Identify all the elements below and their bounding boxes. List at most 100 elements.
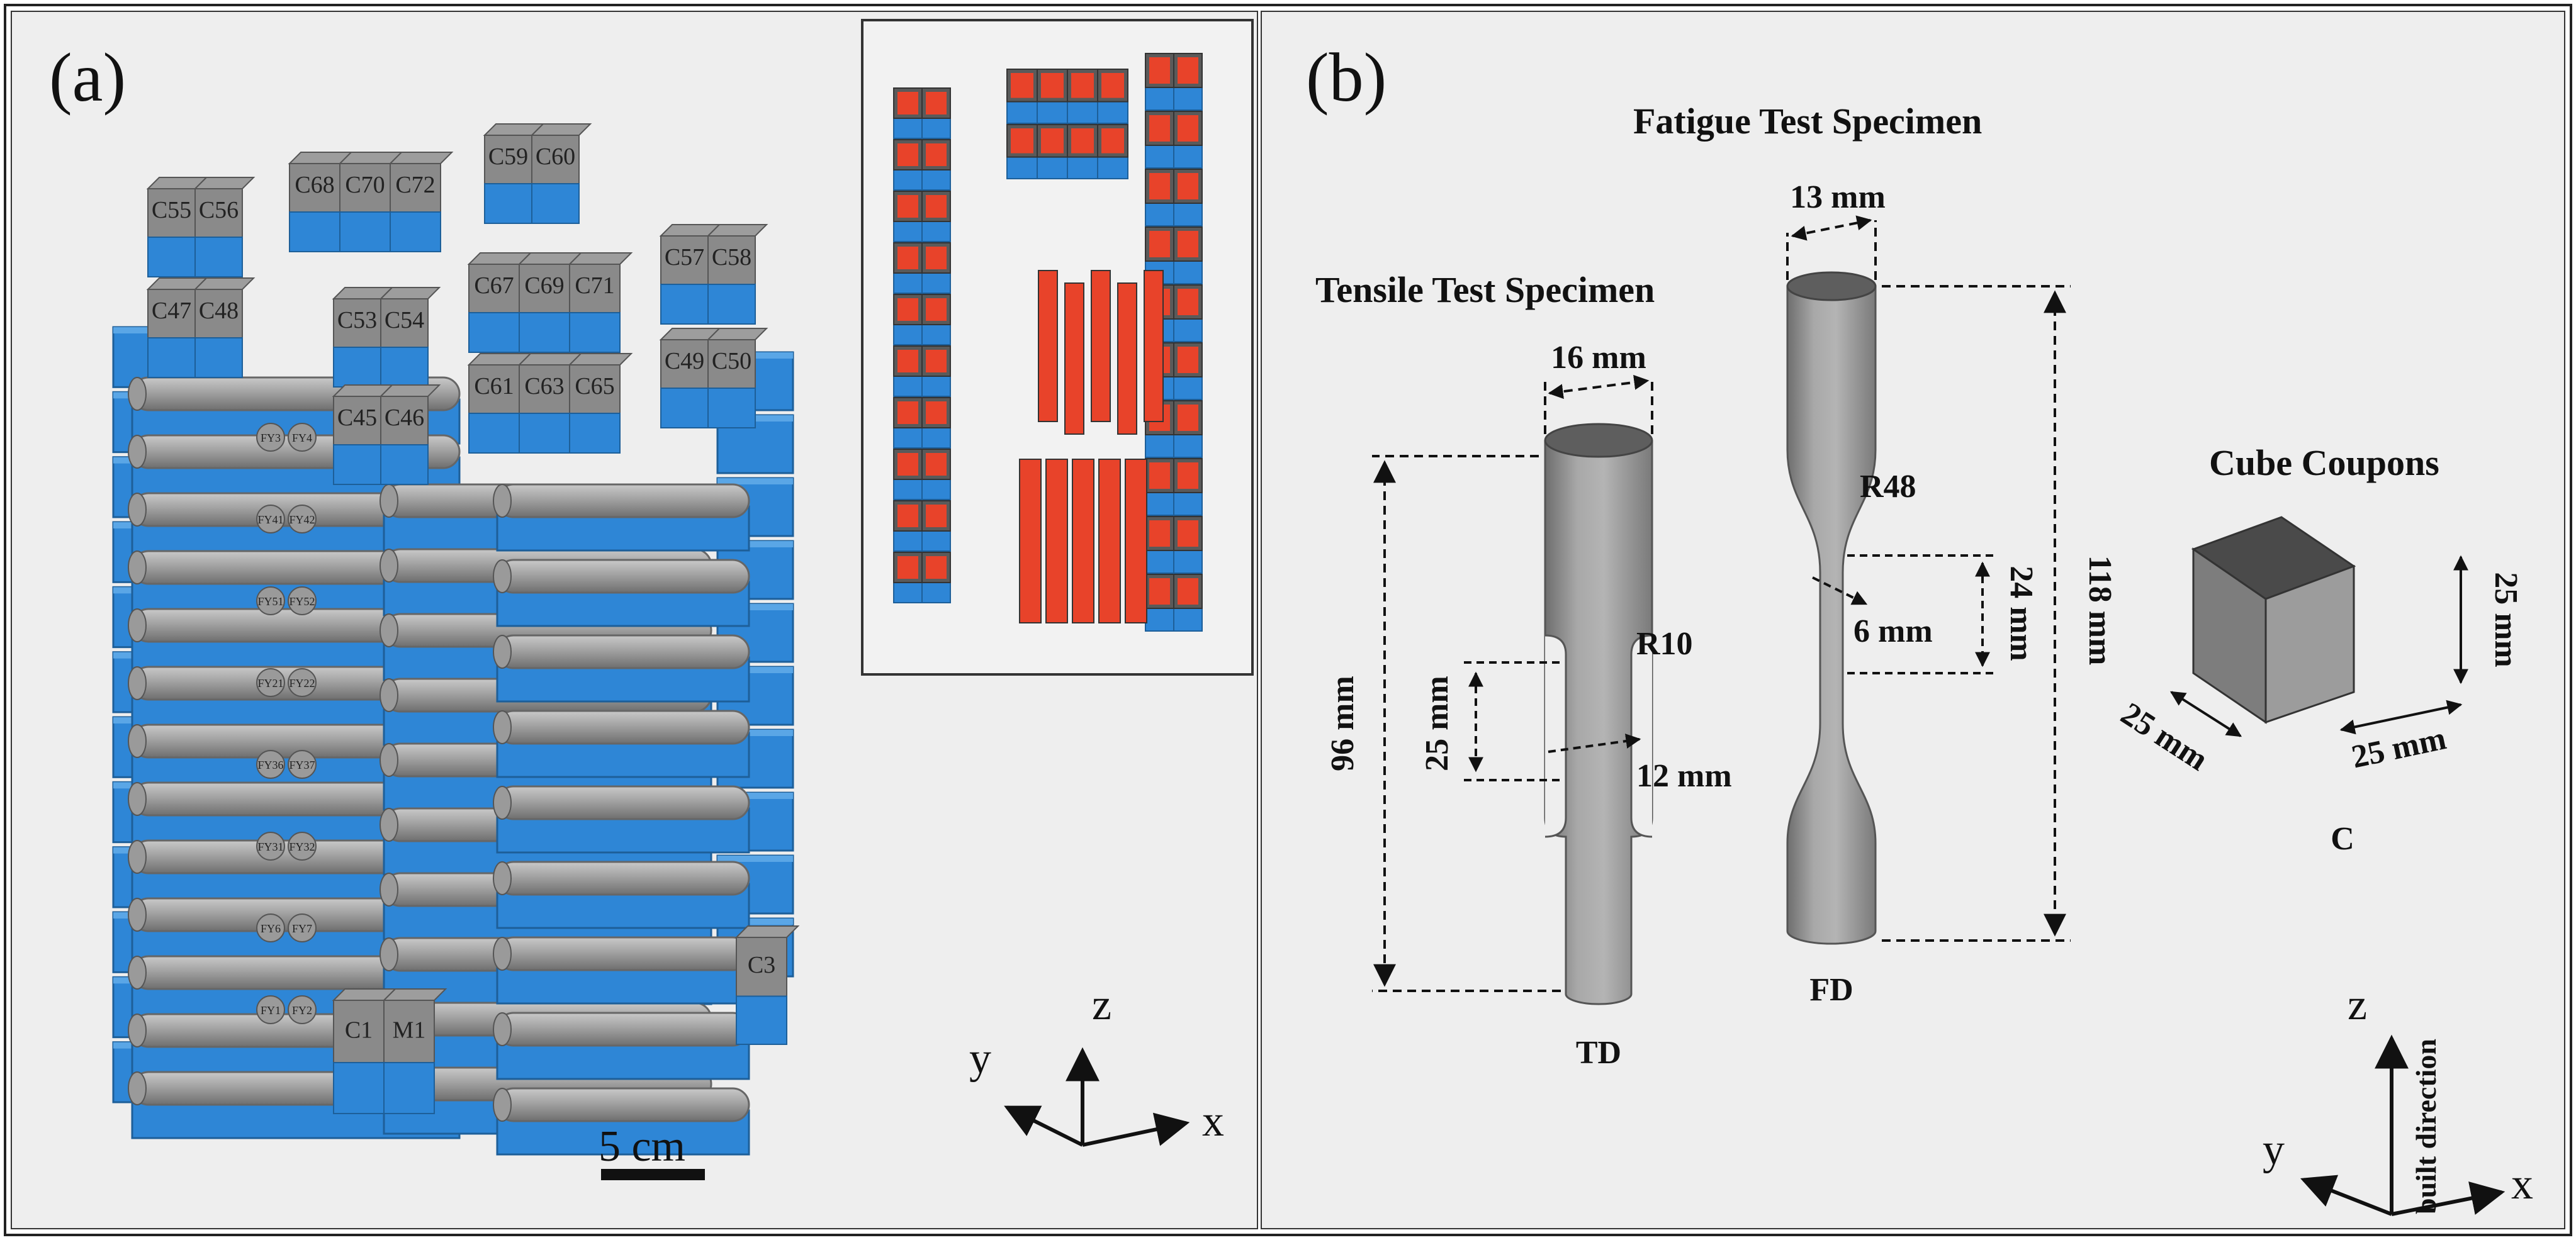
scale-bar-label: 5 cm (599, 1122, 685, 1171)
rod-specimen (493, 1087, 750, 1156)
axis-x-label-a: x (1202, 1097, 1224, 1146)
svg-text:FY7: FY7 (292, 922, 312, 935)
svg-text:FY51: FY51 (257, 595, 283, 608)
rod-end-label: FY42 (288, 505, 317, 533)
cube-coupon-block: C50 (706, 328, 768, 428)
cube-block-label: C59 (488, 143, 528, 170)
inset-bar (1019, 459, 1042, 623)
svg-text:FY36: FY36 (257, 759, 283, 771)
cube-block-label: C50 (712, 348, 751, 374)
inset-cell (1067, 69, 1098, 125)
inset-cell (1067, 124, 1098, 180)
cube-block-label: M1 (393, 1017, 426, 1043)
fatigue-radius-label: R48 (1860, 469, 1916, 505)
inset-cell (921, 449, 951, 500)
inset-cell (893, 397, 923, 449)
cube-coupon-block: C48 (193, 277, 256, 378)
rod-end-label: FY1 (256, 995, 285, 1024)
cube-coupon-block: C61 (467, 353, 532, 454)
inset-cell (1097, 69, 1128, 125)
inset-bar (1038, 270, 1058, 422)
inset-cell (921, 552, 951, 603)
fatigue-gauge-dia-label: 6 mm (1853, 613, 1933, 649)
cube-block-label: C46 (385, 405, 424, 431)
rod-specimen (493, 861, 750, 929)
inset-cell (1173, 226, 1203, 284)
cube-block-label: C69 (524, 272, 564, 299)
cube-coupon-block: C1 (332, 988, 397, 1114)
svg-text:FY4: FY4 (292, 432, 312, 444)
panel-b-label: (b) (1306, 39, 1386, 116)
inset-bar (1098, 459, 1121, 623)
panel-a-label: (a) (49, 39, 126, 116)
rod-specimen (493, 559, 750, 627)
inset-cell (1145, 516, 1174, 574)
cube-coupon-block: C55 (146, 177, 208, 277)
fatigue-width-label: 13 mm (1790, 179, 1886, 215)
inset-cell (1145, 574, 1174, 632)
cube-right-face (2264, 564, 2355, 724)
cube-block-label: C55 (152, 197, 191, 223)
axes-triad-a: z x y (969, 981, 1224, 1147)
fatigue-length-label: 118 mm (2082, 556, 2118, 666)
inset-cell (1006, 69, 1038, 125)
inset-cell (1173, 284, 1203, 342)
inset-cell (1097, 124, 1128, 180)
rod-end-label: FY2 (288, 995, 317, 1024)
svg-text:FY21: FY21 (257, 677, 283, 690)
axis-z-label-b: z (2348, 981, 2367, 1029)
svg-text:FY6: FY6 (261, 922, 281, 935)
rod-end-label: FY4 (288, 423, 317, 452)
tensile-top-face (1544, 423, 1653, 458)
cube-block-label: C67 (474, 272, 514, 299)
cube-coupon-block: C67 (467, 252, 532, 353)
inset-cell (921, 345, 951, 397)
cube-block-label: C3 (748, 952, 775, 978)
inset-cell (1037, 69, 1068, 125)
rod-specimen (493, 936, 750, 1005)
tensile-specimen: Tensile Test Specimen 16 mm 96 mm 25 mm … (1315, 269, 1732, 1071)
rod-end-label: FY36 (256, 750, 285, 779)
cube-block-label: C45 (337, 405, 377, 431)
cube-block-label: C61 (474, 373, 514, 399)
cube-block-label: C71 (575, 272, 614, 299)
inset-cell (1145, 111, 1174, 169)
rod-end-label: FY51 (256, 586, 285, 615)
cube-block-label: C48 (199, 298, 239, 324)
cube-block-label: C54 (385, 307, 424, 333)
cube-coupon-block: C46 (379, 384, 441, 485)
svg-text:FY22: FY22 (289, 677, 315, 690)
cube-block-label: C63 (524, 373, 564, 399)
rod-specimen (493, 634, 750, 703)
cube-block-label: C1 (345, 1017, 373, 1043)
inset-cell (921, 294, 951, 345)
rod-specimen (493, 483, 750, 552)
inset-cell (1145, 169, 1174, 226)
svg-text:FY1: FY1 (261, 1004, 281, 1017)
cube-coupon-block: C45 (332, 384, 394, 485)
inset-cell (1037, 124, 1068, 180)
inset-cell (1006, 124, 1038, 180)
tensile-neck-cut (1545, 635, 1652, 837)
cube-coupon-block: C72 (388, 152, 454, 252)
inset-bar (1064, 282, 1084, 435)
cube-coupon-block: C59 (483, 123, 545, 224)
cube-block-label: C49 (665, 348, 704, 374)
inset-cell (921, 139, 951, 191)
rod-end-label: FY41 (256, 505, 285, 533)
svg-text:FY2: FY2 (292, 1004, 312, 1017)
tensile-body (1544, 440, 1653, 1005)
inset-cell (1173, 111, 1203, 169)
svg-text:FY32: FY32 (289, 841, 315, 853)
cube-coupon-block: C49 (659, 328, 721, 428)
built-direction-label: built direction (2410, 1039, 2442, 1214)
inset-cell (1173, 574, 1203, 632)
inset-cell (1145, 53, 1174, 111)
inset-cell (921, 191, 951, 242)
cube-block-label: C56 (199, 197, 239, 223)
cube-block-label: C68 (295, 172, 334, 198)
cube-title: Cube Coupons (2209, 442, 2439, 483)
cube-coupon-block: C3 (734, 925, 800, 1045)
